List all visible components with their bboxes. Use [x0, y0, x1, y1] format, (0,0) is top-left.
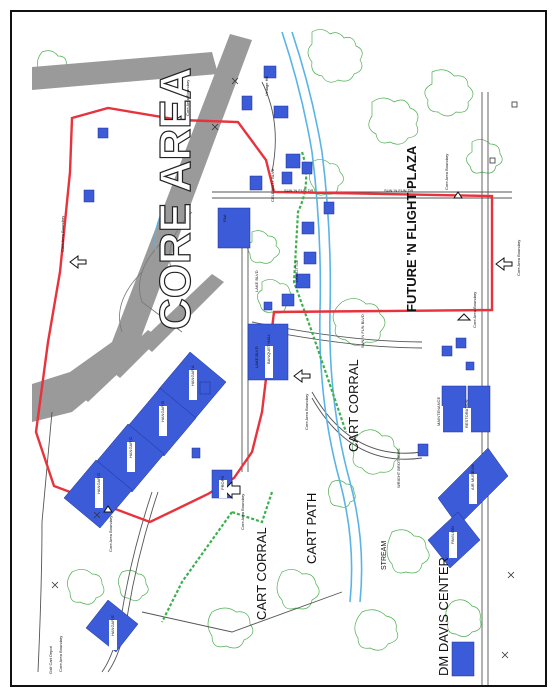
pavilion-label: PAVILION	[450, 526, 455, 544]
street-faa: FAA	[222, 214, 227, 222]
boundary-label-1: Core Area Boundary	[60, 216, 65, 252]
cart-path-label: CART PATH	[304, 493, 319, 564]
stream-label: STREAM	[381, 541, 388, 570]
maintenance-label: MAINTENANCE	[436, 397, 441, 426]
dm-davis-center	[451, 641, 475, 677]
map-frame: CORE AREA FUTURE 'N FLIGHT PLAZA CART CO…	[10, 10, 547, 687]
boundary-label-5: Core Area Boundary	[472, 292, 477, 328]
map-symbols	[51, 77, 518, 659]
boundary-label-4: Core Area Boundary	[516, 240, 521, 276]
street-wright: WRIGHT BROTHERS	[396, 448, 401, 488]
boundary-arrows	[69, 115, 513, 513]
maintenance	[441, 385, 467, 433]
street-sun-n-fun-blvd: SUN 'N FUN BLVD	[360, 314, 365, 348]
boundary-label-7: Core Area Boundary	[240, 494, 245, 530]
hangar-d-label: HANGAR D	[96, 473, 101, 494]
props-label: PROPS	[220, 476, 225, 490]
street-celebrity: CELEBRITY BLVD	[270, 168, 275, 202]
site-map: CORE AREA FUTURE 'N FLIGHT PLAZA CART CO…	[32, 29, 521, 685]
building-labels: HANGAR A HANGAR B HANGAR C HANGAR D HANG…	[95, 333, 477, 650]
core-area-boundary	[34, 106, 494, 524]
boundary-label-8: Core Area Boundary	[108, 516, 113, 552]
boundary-label-9: Core Area Boundary	[58, 636, 63, 672]
restoration	[467, 385, 491, 433]
street-lake-blvd-2: LAKE BLVD	[254, 346, 259, 368]
core-area-label: CORE AREA	[151, 68, 200, 330]
hangar-e-label: HANGAR E	[110, 615, 115, 636]
boundary-label-2: Core Area Boundary	[185, 80, 190, 116]
air-museum-label: AIR MUSEUM	[470, 464, 475, 490]
restoration-label: RESTORATION	[464, 399, 469, 428]
runway	[32, 34, 252, 422]
dm-davis-label: DM DAVIS CENTER	[436, 557, 451, 676]
street-sun-n-fun-2: SUN 'N FUN DR	[284, 188, 314, 193]
cart-corral-label-1: CART CORRAL	[346, 359, 361, 452]
street-sun-n-fun: SUN 'N FUN DR	[384, 188, 414, 193]
street-lake-blvd-1: LAKE BLVD	[254, 270, 259, 292]
vegetation-outlines	[37, 29, 503, 651]
golf-cart-depot-label: Golf Cart Depot	[48, 645, 53, 674]
boundary-label-3: Core Area Boundary	[444, 154, 449, 190]
banquet-hall-label: BANQUET HALL	[266, 333, 271, 364]
plaza-label: FUTURE 'N FLIGHT PLAZA	[404, 145, 419, 312]
hangar-b-label: HANGAR B	[160, 401, 165, 422]
vintage-hill-label: Vintage Hill	[264, 76, 269, 96]
street-doolittle: DOOLITTLE	[294, 259, 299, 282]
faa-building	[217, 207, 251, 249]
boundary-label-6: Core Area Boundary	[304, 394, 309, 430]
hangar-c-label: HANGAR C	[128, 437, 133, 458]
hangar-a-label: HANGAR A	[190, 365, 195, 386]
cart-corral-label-2: CART CORRAL	[254, 527, 269, 620]
